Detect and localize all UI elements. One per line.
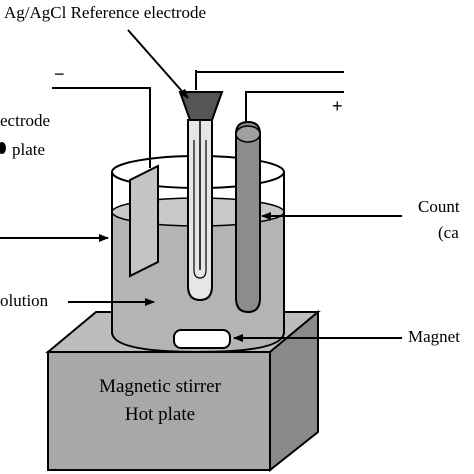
reference-electrode-arrow <box>127 29 189 99</box>
working-electrode-plate <box>129 164 159 278</box>
magnetic-stir-bar <box>173 329 231 349</box>
working-electrode-wire <box>52 87 151 168</box>
reference-inner-tube <box>193 140 207 279</box>
working-electrode-label-dot <box>0 142 6 154</box>
counter-electrode-top <box>235 125 261 143</box>
beaker-bottom <box>111 331 285 354</box>
counter-electrode-label-line1: Count <box>418 197 460 216</box>
counter-electrode-wire <box>245 91 344 128</box>
working-electrode-label-line2: plate <box>12 140 45 159</box>
stirrer-front-face <box>47 351 271 471</box>
plus-sign: + <box>332 96 343 116</box>
counter-electrode <box>235 91 344 314</box>
magnet-label: Magnet <box>408 327 460 346</box>
magnetic-stirrer-hot-plate: Magnetic stirrer Hot plate <box>45 309 321 473</box>
stirrer-label-line1: Magnetic stirrer <box>99 376 222 397</box>
working-electrode <box>52 87 159 278</box>
working-electrode-label-line1: ectrode <box>0 111 50 130</box>
reference-electrode <box>178 70 344 302</box>
counter-electrode-label-line2: (ca <box>438 223 459 242</box>
stirrer-label-line2: Hot plate <box>125 404 195 425</box>
minus-sign: − <box>54 64 65 84</box>
solution-label: olution <box>0 291 49 310</box>
reference-electrode-label: Ag/AgCl Reference electrode <box>4 3 206 22</box>
counter-electrode-rod <box>235 120 261 314</box>
